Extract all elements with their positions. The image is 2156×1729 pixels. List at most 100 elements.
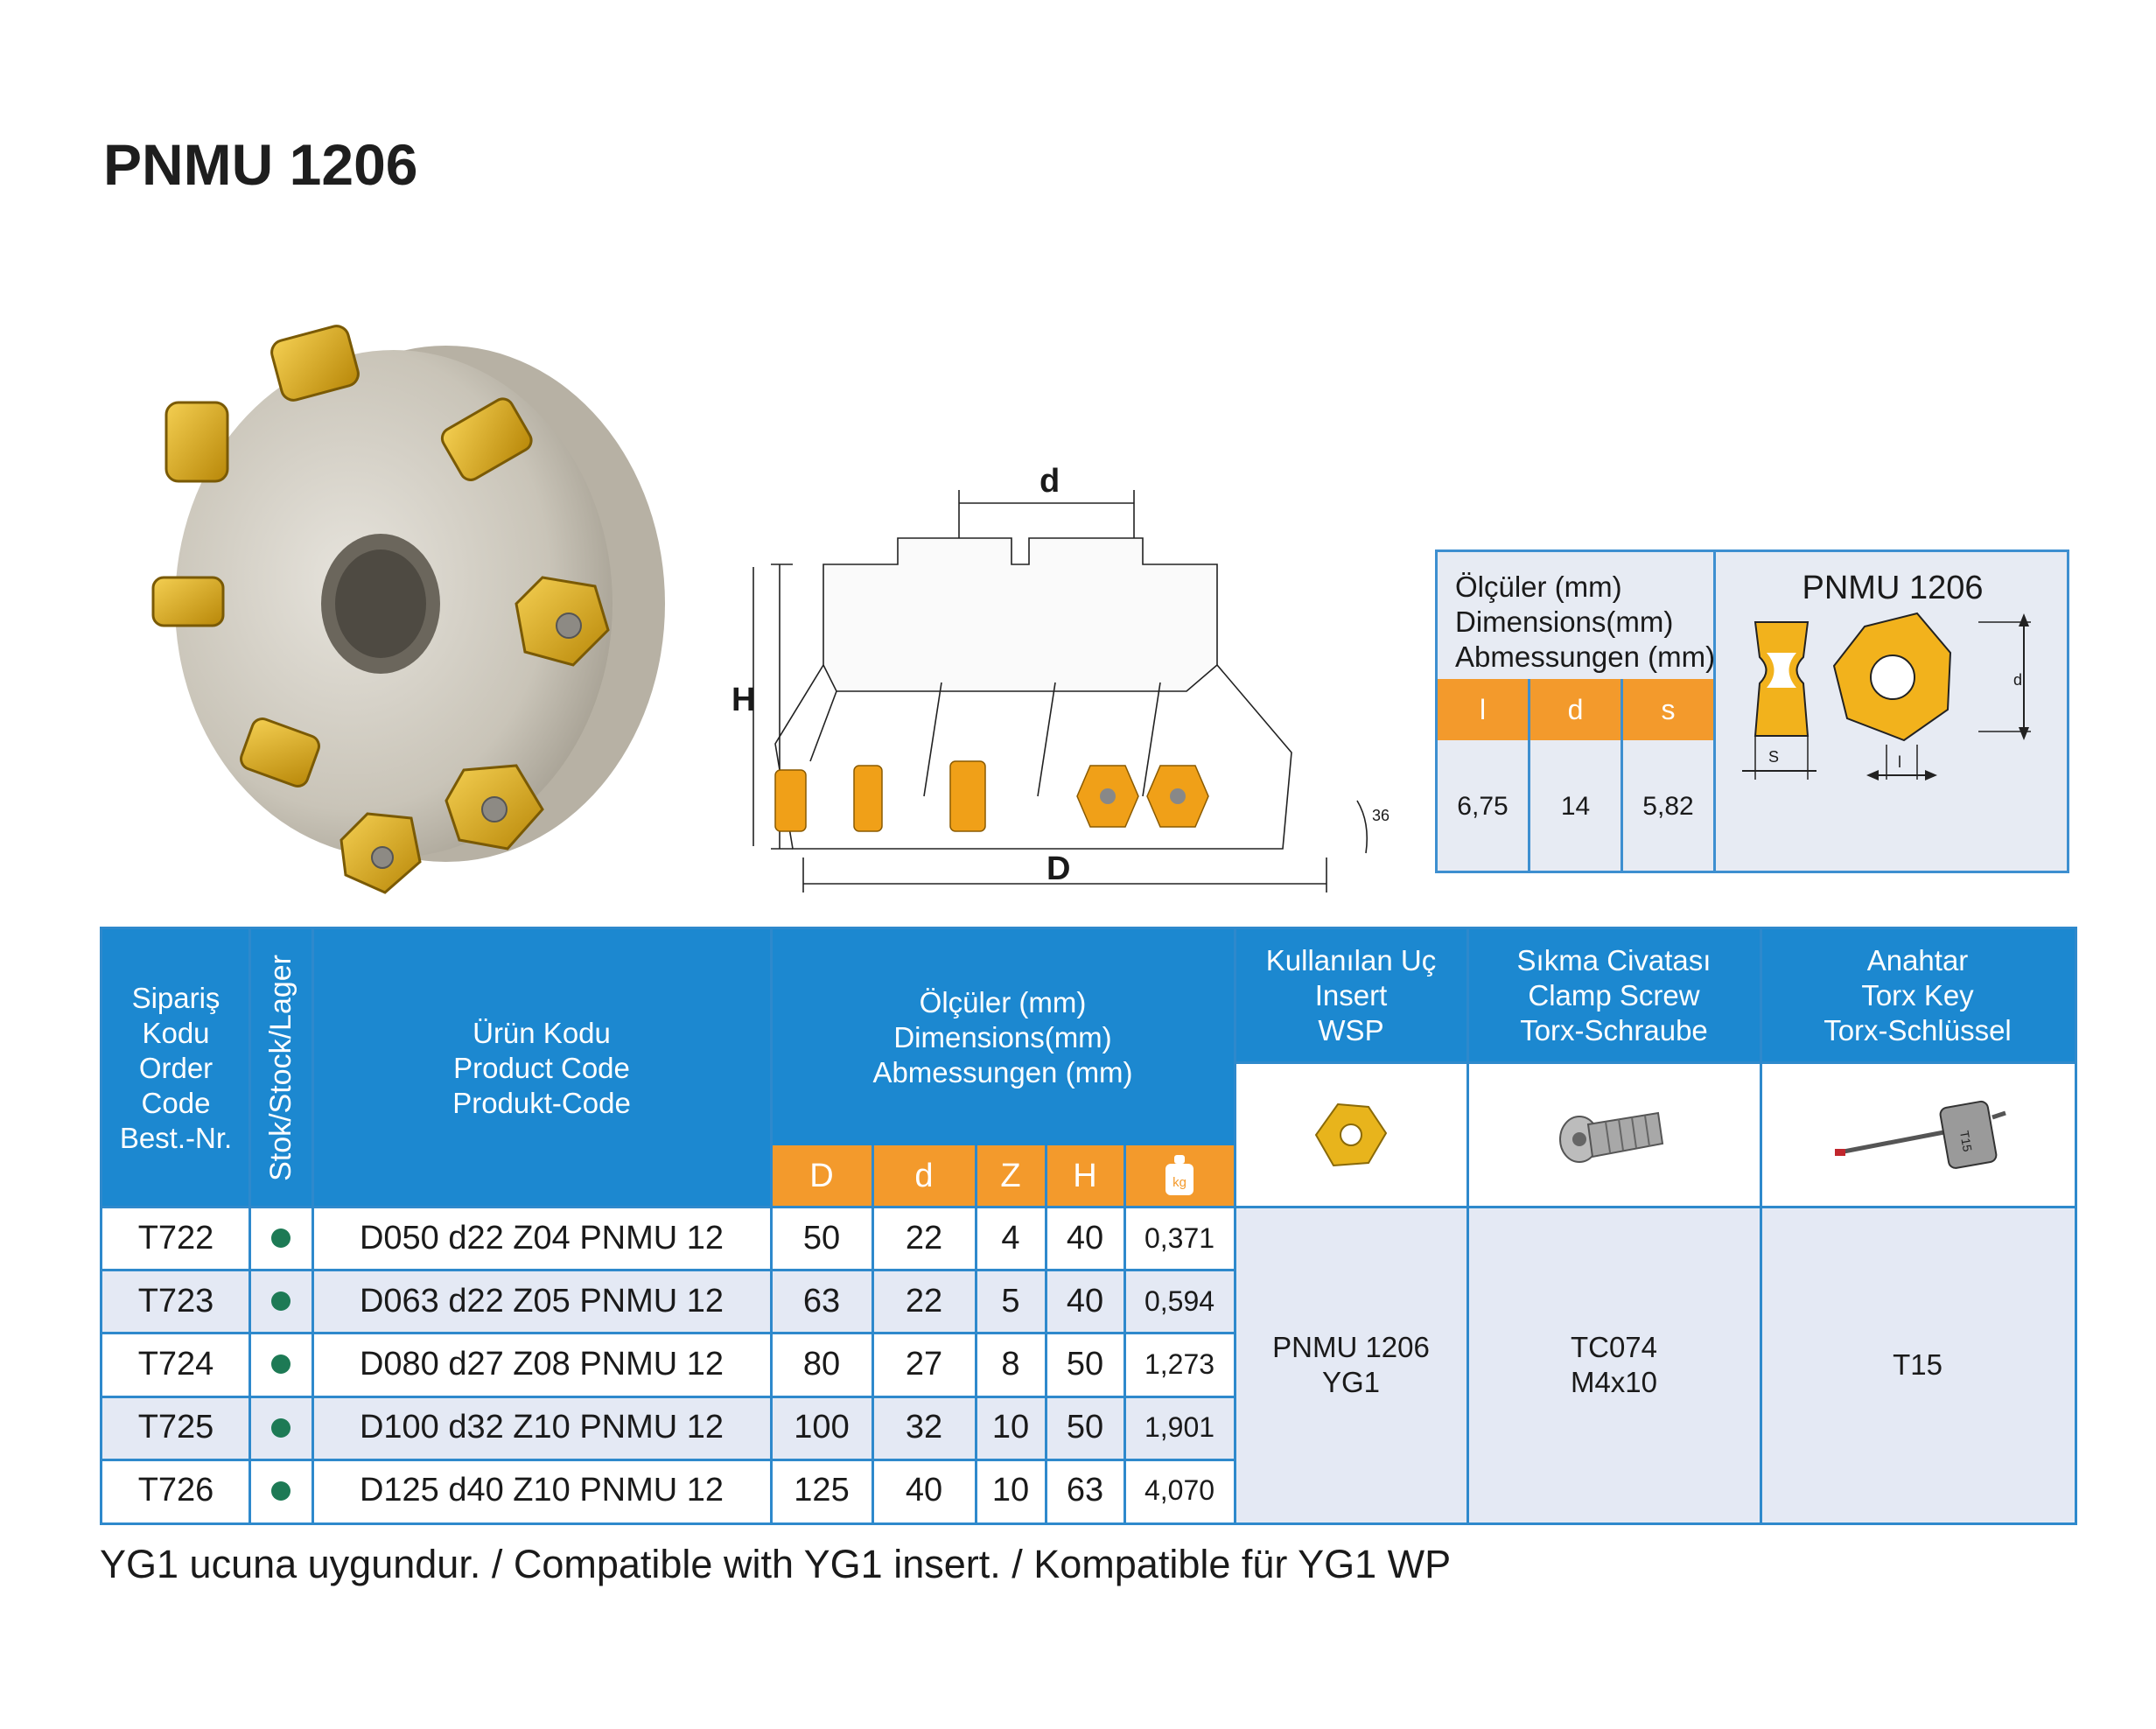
header-stock: Stok/Stock/Lager xyxy=(249,929,312,1207)
table-cell-product: D050 d22 Z04 PNMU 12 xyxy=(359,1219,724,1256)
insert-header-l: l xyxy=(1438,679,1530,740)
merged-line: T15 xyxy=(1893,1348,1942,1381)
insert-dimensions-caption: Ölçüler (mm) Dimensions(mm) Abmessungen … xyxy=(1438,552,1716,679)
header-line: Best.-Nr. xyxy=(119,1121,233,1154)
merged-insert-cell: PNMU 1206 YG1 xyxy=(1235,1207,1467,1522)
table-cell-weight: 0,371 xyxy=(1144,1222,1215,1254)
in-stock-dot-icon xyxy=(271,1292,290,1312)
table-cell-d: 22 xyxy=(905,1282,943,1320)
table-cell-order: T726 xyxy=(137,1472,214,1509)
screw-icon xyxy=(1558,1111,1663,1163)
weight-icon: kg xyxy=(1166,1155,1194,1195)
label-H: H xyxy=(732,682,755,718)
header-col-H: H xyxy=(1046,1145,1124,1207)
weight-icon-text: kg xyxy=(1172,1175,1186,1190)
grid-vline xyxy=(248,929,251,1522)
table-cell-product: D063 d22 Z05 PNMU 12 xyxy=(359,1282,724,1320)
table-cell-product: D100 d32 Z10 PNMU 12 xyxy=(359,1409,724,1446)
technical-drawing: d H D 36 xyxy=(732,464,1390,892)
grid-vline xyxy=(1234,929,1236,1522)
insert-sketch: d S l xyxy=(1742,612,2031,780)
table-cell-order: T724 xyxy=(137,1345,214,1382)
merged-line: TC074 xyxy=(1570,1330,1658,1363)
table-cell-weight: 1,901 xyxy=(1144,1411,1215,1444)
header-line: Sıkma Civatası xyxy=(1516,944,1712,976)
key-icon-tag: T15 xyxy=(1956,1129,1974,1152)
insert-dimensions-box: Ölçüler (mm) Dimensions(mm) Abmessungen … xyxy=(1435,550,2069,873)
stock-indicator-cell xyxy=(249,1460,312,1522)
header-col-d: d xyxy=(872,1145,976,1207)
insert-name: PNMU 1206 xyxy=(1802,570,1984,606)
header-clamp-screw: Sıkma Civatası Clamp Screw Torx-Schraube xyxy=(1467,929,1760,1062)
table-cell-order: T725 xyxy=(137,1409,214,1446)
table-cell-weight: 4,070 xyxy=(1144,1474,1215,1507)
header-line: Ürün Kodu xyxy=(472,1016,611,1049)
table-cell-D: 80 xyxy=(802,1345,841,1382)
table-cell-Z: 4 xyxy=(1001,1219,1020,1256)
header-torx-key: Anahtar Torx Key Torx-Schlüssel xyxy=(1760,929,2075,1062)
grid-hline xyxy=(102,1395,1235,1398)
header-line: Clamp Screw xyxy=(1528,979,1700,1012)
grid-vline xyxy=(312,929,314,1522)
insert-value-l: 6,75 xyxy=(1438,740,1530,873)
table-cell-H: 63 xyxy=(1066,1472,1104,1509)
sketch-label-d: d xyxy=(2013,671,2022,689)
caption-line: Abmessungen (mm) xyxy=(1455,640,1716,673)
header-line: Torx-Schraube xyxy=(1520,1014,1708,1046)
product-table: Sipariş Kodu Order Code Best.-Nr. Stok/S… xyxy=(100,927,2077,1525)
table-cell-D: 63 xyxy=(802,1282,841,1320)
grid-hline xyxy=(102,1332,1235,1335)
header-line: Dimensions(mm) xyxy=(893,1020,1112,1054)
table-cell-Z: 8 xyxy=(1001,1345,1020,1382)
sketch-label-s: S xyxy=(1768,748,1779,766)
grid-hline xyxy=(102,1269,1235,1272)
table-cell-weight: 0,594 xyxy=(1144,1284,1215,1317)
header-line: Ölçüler (mm) xyxy=(919,985,1087,1018)
table-cell-d: 27 xyxy=(905,1345,943,1382)
stock-indicator-cell xyxy=(249,1396,312,1460)
insert-header-s: s xyxy=(1623,679,1716,740)
in-stock-dot-icon xyxy=(271,1418,290,1438)
page-title: PNMU 1206 xyxy=(103,132,418,197)
label-d: d xyxy=(1040,464,1060,500)
in-stock-dot-icon xyxy=(271,1480,290,1501)
screw-image-cell xyxy=(1467,1062,1760,1207)
merged-screw-cell: TC074 M4x10 xyxy=(1467,1207,1760,1522)
insert-value-d: 14 xyxy=(1530,740,1623,873)
grid-vline xyxy=(1760,929,1762,1522)
footer-note: YG1 ucuna uygundur. / Compatible with YG… xyxy=(100,1542,1452,1586)
label-D: D xyxy=(1046,850,1070,887)
header-line: Order xyxy=(138,1051,214,1084)
table-cell-Z: 10 xyxy=(991,1472,1030,1509)
table-cell-d: 32 xyxy=(905,1409,943,1446)
sketch-label-l: l xyxy=(1898,753,1901,771)
insert-header-d: d xyxy=(1530,679,1623,740)
header-line: Torx-Schlüssel xyxy=(1824,1014,2012,1046)
header-col-D: D xyxy=(771,1145,872,1207)
header-line: Torx Key xyxy=(1861,979,1974,1012)
label-angle: 36 xyxy=(1372,807,1390,824)
torx-key-icon: T15 xyxy=(1834,1100,2006,1169)
header-line: Anahtar xyxy=(1866,944,1969,976)
header-col-weight: kg xyxy=(1124,1145,1235,1207)
insert-value-s: 5,82 xyxy=(1623,740,1716,873)
header-line: Abmessungen (mm) xyxy=(872,1055,1133,1088)
table-cell-order: T723 xyxy=(137,1282,214,1320)
in-stock-dot-icon xyxy=(271,1354,290,1375)
header-order-code: Sipariş Kodu Order Code Best.-Nr. xyxy=(102,929,249,1207)
milling-cutter-image xyxy=(151,325,665,894)
table-cell-H: 40 xyxy=(1066,1282,1104,1320)
header-line: Code xyxy=(141,1086,211,1119)
header-line: Product Code xyxy=(453,1051,630,1084)
table-cell-H: 50 xyxy=(1066,1409,1104,1446)
table-cell-Z: 5 xyxy=(1001,1282,1020,1320)
header-stock-label: Stok/Stock/Lager xyxy=(264,955,298,1181)
grid-hline xyxy=(1235,1061,2075,1064)
merged-line: PNMU 1206 xyxy=(1272,1330,1430,1363)
table-cell-Z: 10 xyxy=(991,1409,1030,1446)
caption-line: Dimensions(mm) xyxy=(1455,606,1674,638)
table-cell-d: 40 xyxy=(905,1472,943,1509)
table-cell-D: 100 xyxy=(794,1409,850,1446)
table-cell-H: 50 xyxy=(1066,1345,1104,1382)
header-line: WSP xyxy=(1318,1014,1384,1046)
